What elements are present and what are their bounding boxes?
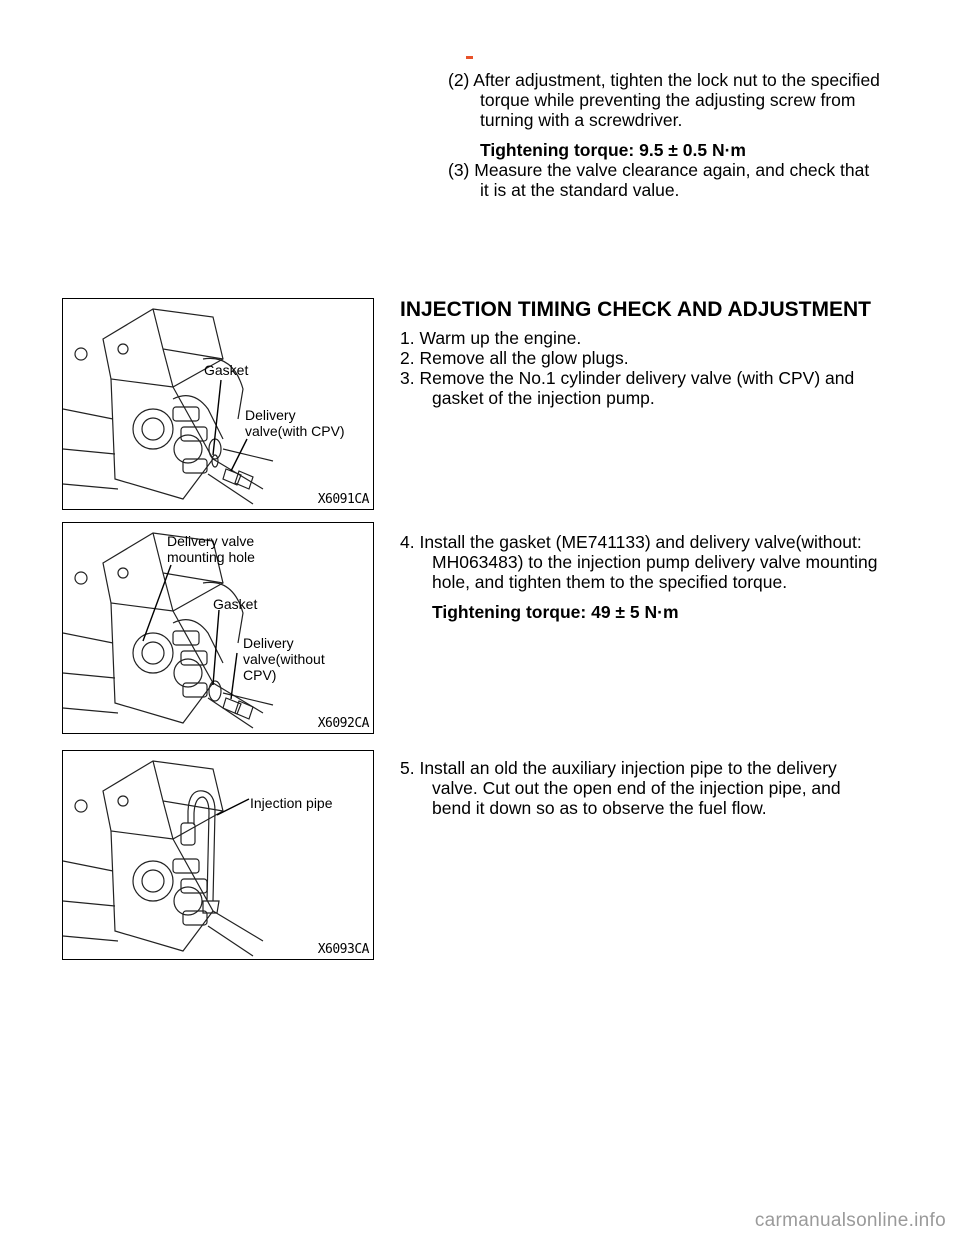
label-gasket: Gasket [204,362,249,378]
step-2-block: (2) After adjustment, tighten the lock n… [448,70,880,200]
figure-code: X6091CA [317,492,370,507]
label-injection-pipe: Injection pipe [250,795,333,811]
step-2-line-2: torque while preventing the adjusting sc… [480,90,856,110]
step-2: 2. Remove all the glow plugs. [400,348,629,368]
step-3-line-1: (3) Measure the valve clearance again, a… [448,160,870,180]
step-5-block: 5. Install an old the auxiliary injectio… [400,758,841,818]
step-5-line-3: bend it down so as to observe the fuel f… [432,798,767,818]
step-1: 1. Warm up the engine. [400,328,582,348]
footer-watermark: carmanualsonline.info [754,1210,946,1231]
figure-delivery-valve-with-cpv: Gasket Delivery valve(with CPV) X6091CA [62,298,374,510]
step-5-line-1: 5. Install an old the auxiliary injectio… [400,758,837,778]
step-4-line-2: MH063483) to the injection pump delivery… [432,552,878,572]
step-3-line-2: it is at the standard value. [480,180,680,200]
step-2-line-1: (2) After adjustment, tighten the lock n… [448,70,880,90]
figure-code: X6092CA [317,716,370,731]
label-gasket: Gasket [213,596,258,612]
pump-illustration-2 [63,532,274,729]
step-5-line-2: valve. Cut out the open end of the injec… [432,778,841,798]
step-2-line-3: turning with a screwdriver. [480,110,683,130]
step-3: 3. Remove the No.1 cylinder delivery val… [400,368,855,388]
pump-illustration-1 [63,308,274,505]
steps-1-3-block: 1. Warm up the engine. 2. Remove all the… [400,328,854,408]
label-delivery: Delivery [245,407,296,423]
label-delivery: Delivery [243,635,294,651]
torque-spec-1: Tightening torque: 9.5 ± 0.5 N·m [480,140,746,160]
figure-injection-pipe: Injection pipe X6093CA [62,750,374,960]
step-4-line-3: hole, and tighten them to the specified … [432,572,788,592]
figure-code: X6093CA [317,942,370,957]
step-4-block: 4. Install the gasket (ME741133) and del… [400,532,878,622]
label-cpv: CPV) [243,667,277,683]
label-mounting-hole: mounting hole [167,549,255,565]
label-valve-without: valve(without [243,651,325,667]
step-3-cont: gasket of the injection pump. [432,388,655,408]
torque-spec-2: Tightening torque: 49 ± 5 N·m [432,602,679,622]
step-4-line-1: 4. Install the gasket (ME741133) and del… [400,532,862,552]
label-delivery-valve: Delivery valve [167,533,255,549]
label-valve-with-cpv: valve(with CPV) [245,423,345,439]
figure-delivery-valve-without-cpv: Delivery valve mounting hole Gasket Deli… [62,522,374,734]
pump-illustration-3 [63,760,264,957]
section-heading: INJECTION TIMING CHECK AND ADJUSTMENT [400,298,871,321]
header-marker [466,56,473,59]
